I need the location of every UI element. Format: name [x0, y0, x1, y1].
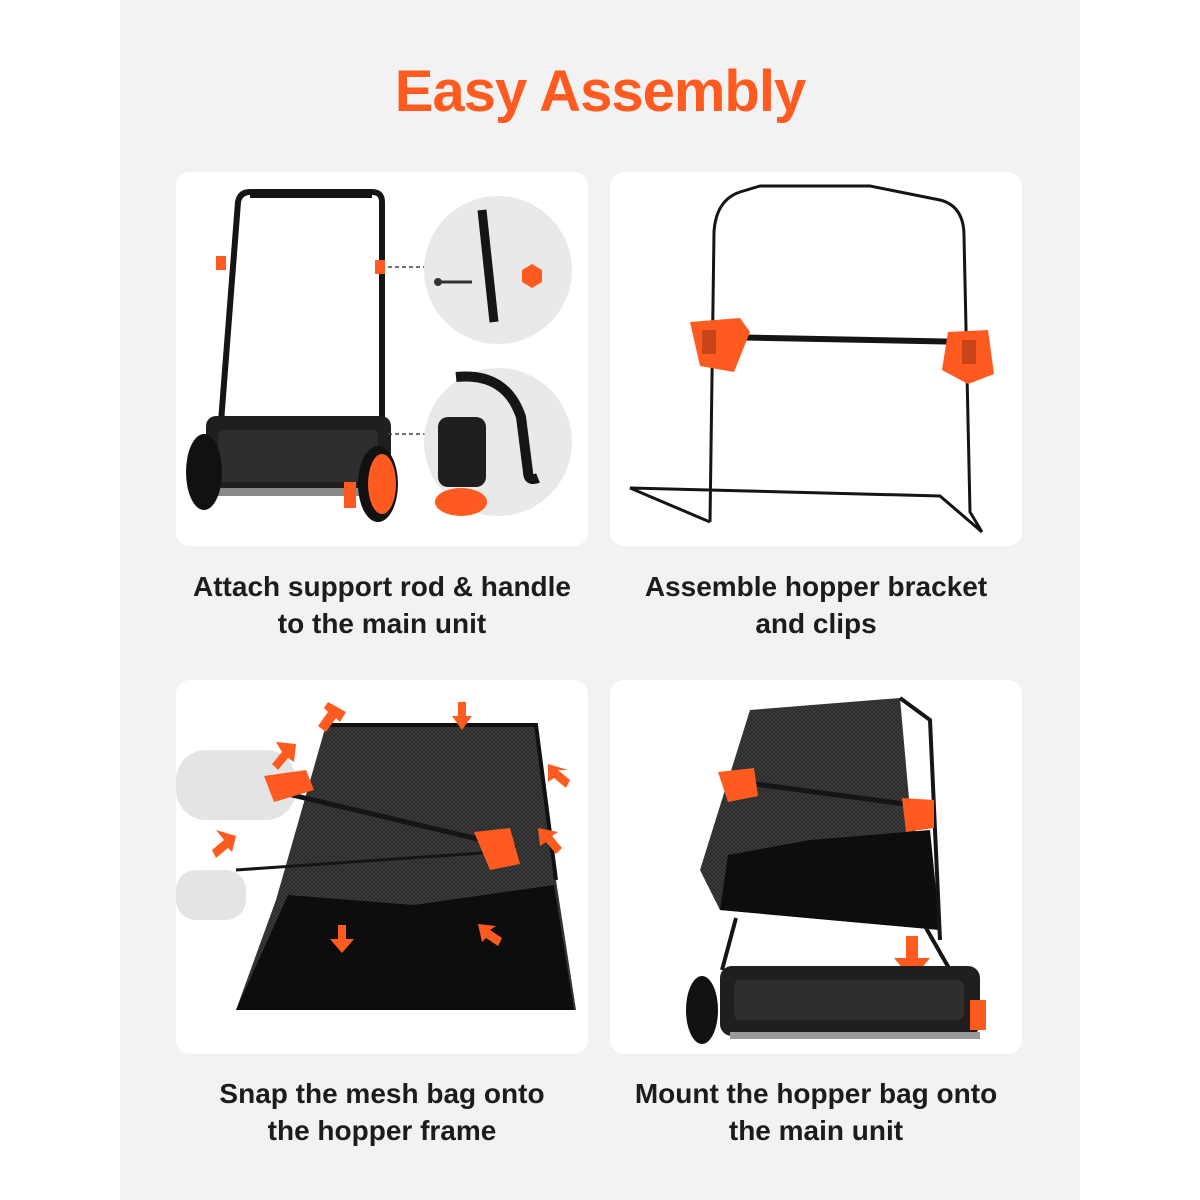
step-4-caption: Mount the hopper bag onto the main unit [586, 1075, 1046, 1149]
hopper-bracket-illustration [629, 184, 994, 534]
step-1-caption-line-1: Attach support rod & handle [193, 571, 571, 602]
assembly-panel: Easy Assembly [120, 0, 1080, 1200]
hopper-mount-illustration [686, 696, 986, 1044]
step-3-caption-line-1: Snap the mesh bag onto [219, 1078, 545, 1109]
step-4-caption-line-1: Mount the hopper bag onto [634, 1078, 998, 1109]
step-3-image [176, 680, 588, 1054]
step-1-image [176, 172, 588, 546]
step-3-caption-line-2: the hopper frame [267, 1115, 497, 1146]
step-1-caption: Attach support rod & handle to the main … [152, 568, 612, 642]
step-2-caption: Assemble hopper bracket and clips [586, 568, 1046, 642]
step-2-caption-line-2: and clips [755, 608, 877, 639]
mesh-bag-illustration [176, 702, 576, 1010]
step-2-caption-line-1: Assemble hopper bracket [644, 571, 988, 602]
step-1-caption-line-2: to the main unit [277, 608, 487, 639]
step-3-caption: Snap the mesh bag onto the hopper frame [152, 1075, 612, 1149]
step-4-image [610, 680, 1022, 1054]
step-2-image [610, 172, 1022, 546]
sweeper-handle-illustration [186, 189, 572, 522]
step-4-caption-line-2: the main unit [728, 1115, 904, 1146]
page-title: Easy Assembly [394, 59, 806, 124]
